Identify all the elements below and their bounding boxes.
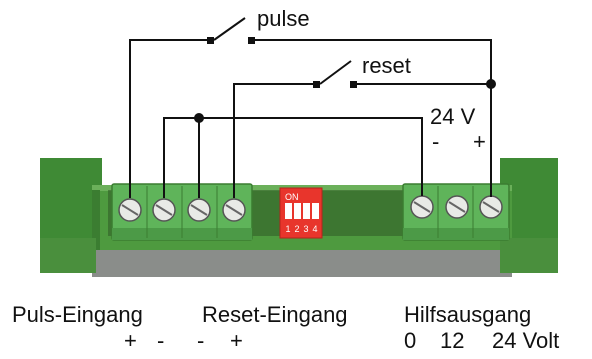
right-terminal-screws: [410, 195, 503, 219]
terminal-screw-puls-plus: [118, 198, 142, 222]
pulse-label: pulse: [257, 6, 310, 31]
wire-common-minus: [163, 117, 423, 198]
caption-reset-eingang: Reset-Eingang: [202, 302, 348, 327]
dip-switch-on-label: ON: [285, 192, 299, 202]
supply-minus-label: -: [432, 129, 440, 154]
dip-lever-1: [285, 203, 292, 219]
terminal-screw-reset-plus: [222, 198, 246, 222]
wiring: [129, 39, 492, 198]
dip-switch: ON 1 2 3 4: [279, 187, 323, 239]
wire-reset-left: [233, 83, 316, 198]
dip-lever-2: [294, 203, 301, 219]
caption-hilf-0: 0: [404, 328, 417, 353]
dip-number-3: 3: [304, 224, 309, 234]
terminal-screw-puls-minus: [152, 198, 176, 222]
left-terminal-block: [111, 183, 253, 241]
supply-voltage-label: 24 V: [430, 104, 476, 129]
dip-number-4: 4: [313, 224, 318, 234]
supply-plus-label: +: [473, 129, 486, 154]
pulse-switch: [207, 17, 255, 44]
caption-hilf-12: 12: [440, 328, 465, 353]
caption-hilf-24: 24 Volt: [492, 328, 560, 353]
dip-number-2: 2: [295, 224, 300, 234]
junction-24v: [486, 79, 496, 89]
terminal-screw-12v: [445, 195, 469, 219]
caption-puls-eingang: Puls-Eingang: [12, 302, 143, 327]
terminal-screw-24v: [479, 195, 503, 219]
dip-lever-3: [303, 203, 310, 219]
caption-reset-minus: -: [197, 328, 205, 353]
caption-reset-plus: +: [230, 328, 243, 353]
reset-label: reset: [362, 53, 411, 78]
reset-switch: [313, 60, 357, 88]
left-terminal-screws: [118, 198, 246, 222]
dip-number-1: 1: [286, 224, 291, 234]
terminal-screw-reset-minus: [187, 198, 211, 222]
wire-pulse-right: [251, 39, 492, 197]
dip-lever-4: [312, 203, 319, 219]
caption-hilfsausgang: Hilfsausgang: [404, 302, 532, 327]
junction-minus: [194, 113, 204, 123]
caption-puls-plus: +: [124, 328, 137, 353]
wire-pulse-left: [129, 39, 210, 198]
terminal-screw-0v: [410, 195, 434, 219]
caption-puls-minus: -: [157, 328, 165, 353]
